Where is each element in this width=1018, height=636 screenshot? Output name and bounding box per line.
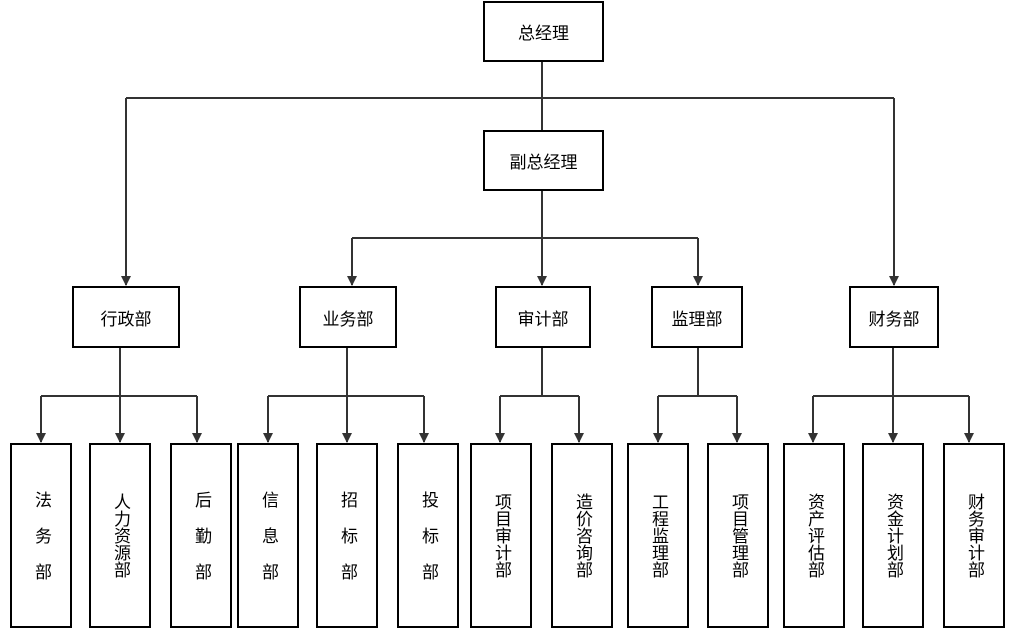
general-manager-label: 总经理 bbox=[518, 24, 569, 44]
sub-department-label-project-management: 项目管理部 bbox=[728, 493, 748, 578]
sub-department-label-asset-evaluation: 资产评估部 bbox=[804, 493, 824, 578]
sub-department-box-logistics: 后勤部 bbox=[170, 443, 232, 628]
department-label-business: 业务部 bbox=[322, 309, 374, 330]
sub-department-box-tendering: 招标部 bbox=[316, 443, 378, 628]
sub-department-label-cost-consulting: 造价咨询部 bbox=[572, 493, 592, 578]
department-label-finance: 财务部 bbox=[868, 309, 920, 330]
sub-department-label-bidding: 投标部 bbox=[418, 491, 438, 599]
department-box-finance: 财务部 bbox=[849, 286, 939, 348]
sub-department-label-tendering: 招标部 bbox=[337, 491, 357, 599]
deputy-general-manager-label: 副总经理 bbox=[509, 153, 578, 173]
sub-department-label-engineering-supervision: 工程监理部 bbox=[648, 493, 668, 578]
department-label-admin: 行政部 bbox=[100, 309, 152, 330]
sub-department-box-financial-audit: 财务审计部 bbox=[943, 443, 1005, 628]
department-label-supervision: 监理部 bbox=[671, 309, 723, 330]
department-box-supervision: 监理部 bbox=[651, 286, 743, 348]
sub-department-box-cost-consulting: 造价咨询部 bbox=[551, 443, 613, 628]
sub-department-box-project-management: 项目管理部 bbox=[707, 443, 769, 628]
department-box-admin: 行政部 bbox=[72, 286, 180, 348]
sub-department-label-financial-audit: 财务审计部 bbox=[964, 493, 984, 578]
department-box-audit: 审计部 bbox=[495, 286, 591, 348]
sub-department-box-fund-planning: 资金计划部 bbox=[862, 443, 924, 628]
sub-department-box-hr: 人力资源部 bbox=[89, 443, 151, 628]
sub-department-label-hr: 人力资源部 bbox=[110, 493, 130, 578]
sub-department-label-information: 信息部 bbox=[258, 491, 278, 599]
sub-department-label-legal: 法务部 bbox=[31, 491, 51, 599]
department-box-business: 业务部 bbox=[299, 286, 397, 348]
sub-department-box-project-audit: 项目审计部 bbox=[470, 443, 532, 628]
sub-department-box-bidding: 投标部 bbox=[397, 443, 459, 628]
deputy-general-manager-box: 副总经理 bbox=[483, 130, 604, 191]
sub-department-box-information: 信息部 bbox=[237, 443, 299, 628]
sub-department-label-project-audit: 项目审计部 bbox=[491, 493, 511, 578]
sub-department-box-asset-evaluation: 资产评估部 bbox=[783, 443, 845, 628]
sub-department-box-legal: 法务部 bbox=[10, 443, 72, 628]
sub-department-label-fund-planning: 资金计划部 bbox=[883, 493, 903, 578]
sub-department-box-engineering-supervision: 工程监理部 bbox=[627, 443, 689, 628]
general-manager-box: 总经理 bbox=[483, 1, 604, 62]
department-label-audit: 审计部 bbox=[517, 309, 569, 330]
sub-department-label-logistics: 后勤部 bbox=[191, 491, 211, 599]
